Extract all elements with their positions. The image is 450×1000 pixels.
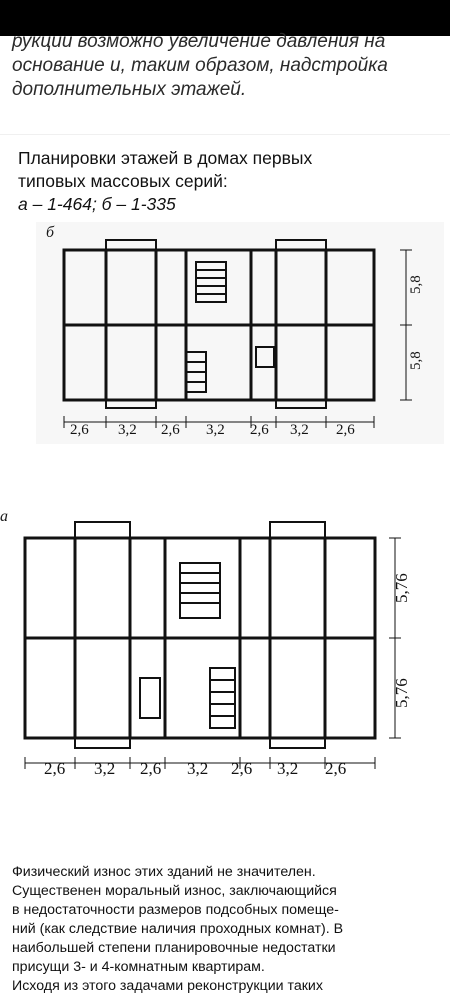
- dim-h-a: 3,2: [277, 759, 298, 778]
- dim-h-b: 3,2: [290, 422, 309, 438]
- body-line: Исходя из этого задачами реконструкции т…: [12, 978, 323, 994]
- body-line: наибольшей степени планировочные недоста…: [12, 940, 336, 956]
- dim-v-b: 5,8: [408, 275, 424, 294]
- dim-h-b: 2,6: [336, 422, 355, 438]
- floor-plan-a: а: [0, 508, 450, 788]
- body-line: присущи 3- и 4-комнатным квартирам.: [12, 959, 265, 975]
- floor-plan-b: б: [36, 222, 444, 444]
- caption-line: Планировки этажей в домах первых: [18, 148, 313, 168]
- figure-letter-a: а: [0, 508, 8, 525]
- intro-paragraph: рукции возможно увеличение давления на о…: [12, 30, 442, 102]
- dim-v-b: 5,8: [408, 351, 424, 370]
- dim-h-b: 2,6: [250, 422, 269, 438]
- dim-h-a: 2,6: [44, 759, 65, 778]
- body-line: Существенен моральный износ, заключающий…: [12, 883, 337, 899]
- intro-line: основание и, таким образом, надстройка: [12, 55, 388, 76]
- intro-line: рукции возможно увеличение давления на: [12, 31, 386, 52]
- dim-h-b: 2,6: [70, 422, 89, 438]
- dim-h-b: 3,2: [118, 422, 137, 438]
- caption-line: а – 1-464; б – 1-335: [18, 194, 176, 214]
- body-line: Физический износ этих зданий не значител…: [12, 864, 316, 880]
- figure-caption: Планировки этажей в домах первых типовых…: [18, 147, 438, 216]
- status-bar: [0, 0, 450, 36]
- body-line: ний (как следствие наличия проходных ком…: [12, 921, 344, 937]
- dim-v-a: 5,76: [392, 678, 411, 708]
- dim-h-a: 2,6: [325, 759, 346, 778]
- intro-line: дополнительных этажей.: [12, 79, 247, 100]
- dim-h-b: 3,2: [206, 422, 225, 438]
- dim-h-b: 2,6: [161, 422, 180, 438]
- section-divider: [0, 134, 450, 135]
- body-line: в недостаточности размеров подсобных пом…: [12, 902, 339, 918]
- dim-v-a: 5,76: [392, 573, 411, 603]
- dim-h-a: 2,6: [140, 759, 161, 778]
- dim-h-a: 3,2: [94, 759, 115, 778]
- floor-plan-b-drawing: 2,6 3,2 2,6 3,2 2,6 3,2 2,6 5,8 5,8: [62, 239, 424, 438]
- dim-h-a: 2,6: [231, 759, 252, 778]
- floor-plan-a-drawing: 2,6 3,2 2,6 3,2 2,6 3,2 2,6 5,76 5,76: [23, 521, 411, 778]
- caption-line: типовых массовых серий:: [18, 171, 228, 191]
- figure-letter-b: б: [46, 224, 55, 241]
- dim-h-a: 3,2: [187, 759, 208, 778]
- body-paragraph: Физический износ этих зданий не значител…: [12, 863, 442, 996]
